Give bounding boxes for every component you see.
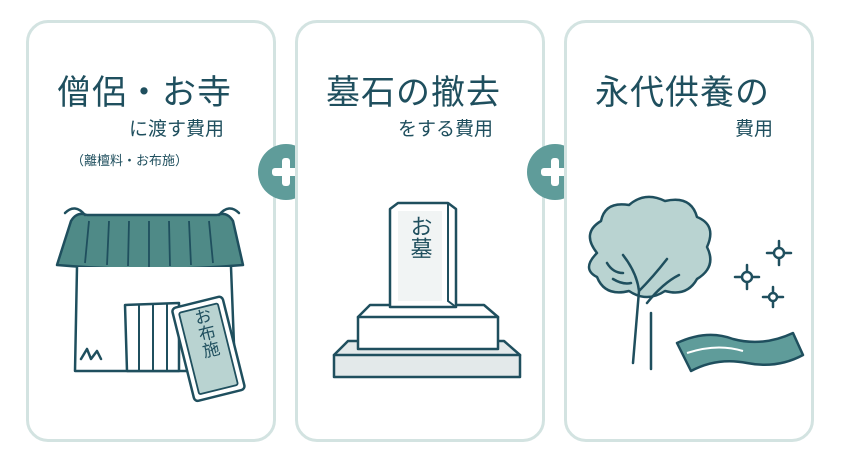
card-note: （離檀料・お布施） bbox=[71, 154, 189, 169]
card-perpetual-memorial-fee: 永代供養の 費用 bbox=[564, 20, 814, 442]
flower-icon bbox=[765, 239, 793, 267]
card-subtitle: 費用 bbox=[735, 118, 774, 140]
gravestone-icon: お墓 bbox=[332, 201, 522, 379]
card-subtitle: に渡す費用 bbox=[129, 118, 225, 140]
card-title: 永代供養の bbox=[595, 73, 770, 113]
stone-label: お墓 bbox=[407, 215, 433, 259]
flower-icon bbox=[733, 263, 761, 291]
card-subtitle: をする費用 bbox=[398, 118, 494, 140]
card-title: 墓石の撤去 bbox=[326, 73, 501, 113]
card-monk-temple-fee: 僧侶・お寺 に渡す費用 （離檀料・お布施） お布施 bbox=[26, 20, 276, 442]
card-gravestone-removal-fee: 墓石の撤去 をする費用 お墓 bbox=[295, 20, 545, 442]
tree-river-icon bbox=[587, 195, 805, 373]
temple-icon: お布施 bbox=[55, 207, 246, 403]
card-title: 僧侶・お寺 bbox=[57, 73, 232, 113]
flower-icon bbox=[761, 285, 785, 309]
